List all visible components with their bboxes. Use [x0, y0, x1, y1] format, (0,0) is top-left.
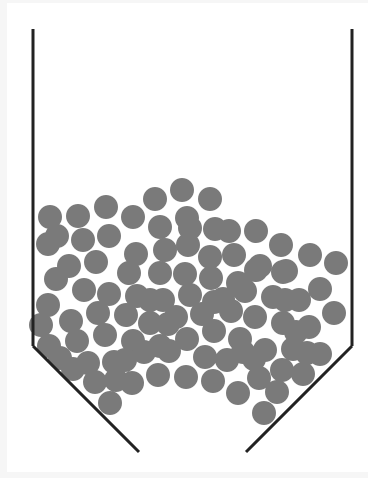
particle	[138, 288, 162, 312]
particle	[270, 358, 294, 382]
particle	[202, 319, 226, 343]
particle	[84, 250, 108, 274]
particle	[298, 243, 322, 267]
particle	[233, 279, 257, 303]
particle	[222, 243, 246, 267]
particle	[143, 187, 167, 211]
particle	[97, 224, 121, 248]
particle	[72, 278, 96, 302]
particle	[217, 219, 241, 243]
particle	[174, 365, 198, 389]
particle	[117, 261, 141, 285]
particle	[121, 205, 145, 229]
particle	[65, 329, 89, 353]
particle	[148, 215, 172, 239]
particle	[146, 363, 170, 387]
particle	[148, 261, 172, 285]
particle	[86, 301, 110, 325]
particle	[173, 262, 197, 286]
particle	[199, 266, 223, 290]
particle	[71, 228, 95, 252]
particle	[244, 258, 268, 282]
particle	[295, 341, 319, 365]
particle	[201, 369, 225, 393]
particle	[157, 339, 181, 363]
particle	[198, 245, 222, 269]
particle	[322, 301, 346, 325]
particle	[156, 312, 180, 336]
particle	[98, 391, 122, 415]
particle	[324, 251, 348, 275]
particle	[273, 288, 297, 312]
particle	[66, 204, 90, 228]
particle	[113, 348, 137, 372]
particle	[243, 305, 267, 329]
particle	[265, 380, 289, 404]
particle	[291, 362, 315, 386]
particle	[83, 370, 107, 394]
particle	[114, 303, 138, 327]
particle	[308, 277, 332, 301]
particle	[252, 401, 276, 425]
particle	[271, 260, 295, 284]
particle	[211, 287, 235, 311]
particle	[153, 238, 177, 262]
particle	[193, 345, 217, 369]
particle	[170, 178, 194, 202]
particle	[269, 233, 293, 257]
particle	[94, 195, 118, 219]
particle	[178, 216, 202, 240]
particle	[44, 267, 68, 291]
particle	[231, 340, 255, 364]
particle	[226, 381, 250, 405]
particle	[284, 320, 308, 344]
particle	[244, 219, 268, 243]
particle	[93, 323, 117, 347]
particle	[198, 187, 222, 211]
particle	[36, 232, 60, 256]
